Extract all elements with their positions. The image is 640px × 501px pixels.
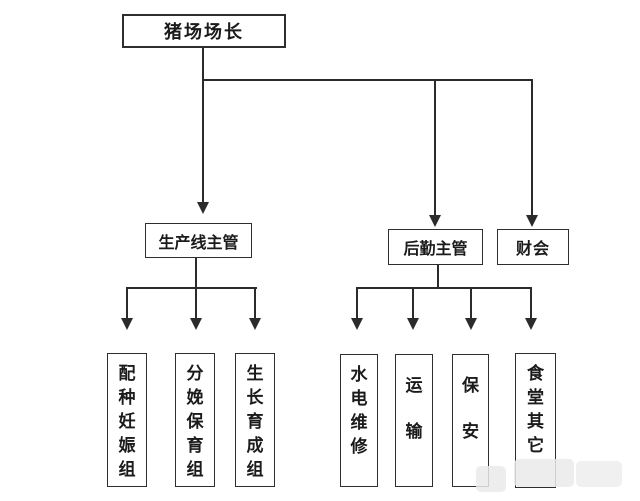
arrow-to-security-group	[465, 318, 477, 330]
org-node-water-electric-maintenance-group: 水电维修	[340, 354, 378, 487]
watermark-smudge	[476, 466, 506, 492]
arrow-to-finance	[526, 215, 538, 227]
connector-to-maintenance-group	[356, 287, 358, 319]
connector-production-stem	[195, 258, 197, 289]
connector-level1-bus	[202, 79, 533, 81]
watermark-smudge	[576, 461, 622, 487]
arrow-to-canteen-group	[525, 318, 537, 330]
arrow-to-farrowing-group	[190, 318, 202, 330]
connector-to-finance	[531, 79, 533, 216]
org-node-root: 猪场场长	[122, 14, 286, 48]
org-node-security-group: 保安	[452, 354, 489, 487]
org-node-growing-finishing-group: 生长育成组	[235, 353, 275, 487]
arrow-to-production	[197, 202, 209, 214]
arrow-to-transport-group	[407, 318, 419, 330]
production-supervisor-label: 生产线主管	[158, 234, 239, 252]
connector-logistics-bus	[356, 287, 532, 289]
connector-production-bus	[126, 287, 257, 289]
arrow-to-logistics	[429, 215, 441, 227]
connector-to-transport-group	[412, 287, 414, 319]
connector-to-breeding-group	[126, 287, 128, 319]
connector-root-stem	[202, 48, 204, 80]
org-node-farrowing-nursery-group: 分娩保育组	[175, 353, 215, 487]
connector-logistics-stem	[437, 265, 439, 289]
connector-to-logistics	[434, 79, 436, 216]
logistics-supervisor-label: 后勤主管	[403, 241, 468, 258]
connector-to-growing-group	[254, 287, 256, 319]
connector-to-security-group	[470, 287, 472, 319]
connector-to-farrowing-group	[195, 287, 197, 319]
connector-to-production	[202, 79, 204, 203]
org-node-production-supervisor: 生产线主管	[145, 223, 252, 258]
arrow-to-breeding-group	[121, 318, 133, 330]
watermark-smudge	[514, 459, 574, 487]
org-node-logistics-supervisor: 后勤主管	[388, 229, 483, 265]
org-node-root-label: 猪场场长	[164, 22, 244, 42]
org-node-transport-group: 运输	[395, 354, 433, 487]
org-node-finance: 财会	[497, 229, 569, 265]
arrow-to-growing-group	[249, 318, 261, 330]
finance-label: 财会	[515, 241, 550, 258]
org-node-breeding-gestation-group: 配种妊娠组	[107, 353, 147, 487]
arrow-to-maintenance-group	[351, 318, 363, 330]
connector-to-canteen-group	[530, 287, 532, 319]
